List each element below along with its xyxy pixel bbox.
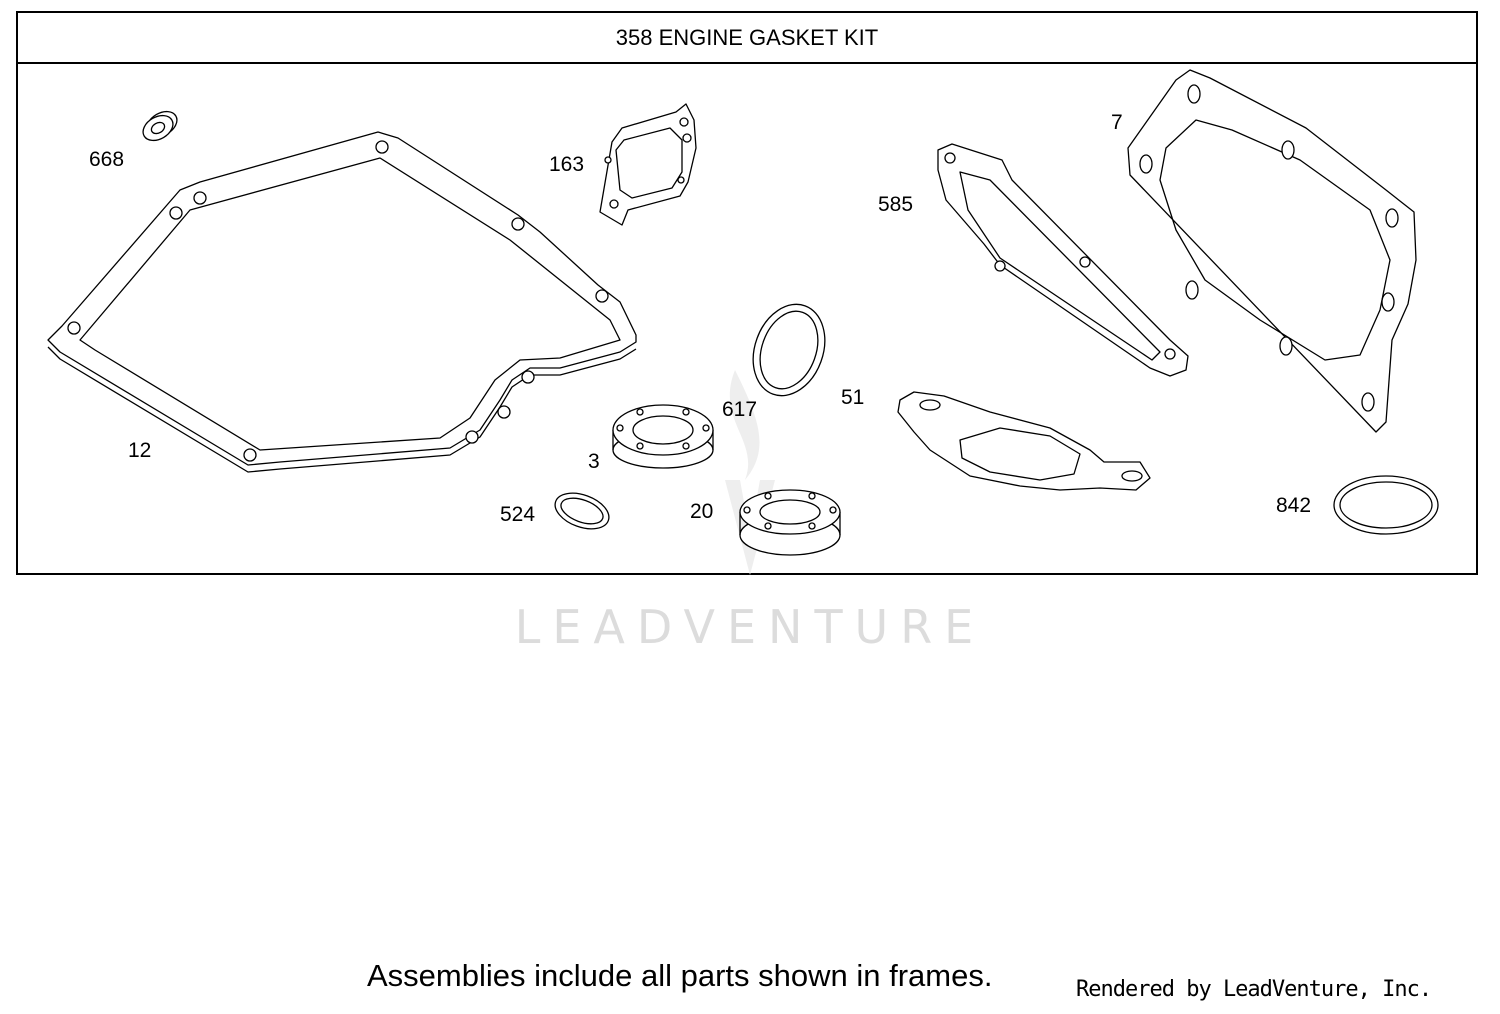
callout-7[interactable]: 7 xyxy=(1111,111,1123,134)
part-3-seal[interactable] xyxy=(612,404,714,469)
part-12-crankcase-gasket[interactable] xyxy=(47,131,637,473)
watermark-text: LEADVENTURE xyxy=(514,600,986,654)
frame-title: 358 ENGINE GASKET KIT xyxy=(18,13,1476,64)
callout-668[interactable]: 668 xyxy=(89,148,124,171)
callout-12[interactable]: 12 xyxy=(128,439,151,462)
callout-617[interactable]: 617 xyxy=(722,398,757,421)
callout-20[interactable]: 20 xyxy=(690,500,713,523)
part-668-seal[interactable] xyxy=(139,106,182,145)
part-524-oring[interactable] xyxy=(550,486,614,535)
part-842-oring[interactable] xyxy=(1333,475,1439,535)
part-617-oring[interactable] xyxy=(741,294,837,406)
part-7-head-gasket[interactable] xyxy=(1127,69,1417,433)
callout-524[interactable]: 524 xyxy=(500,503,535,526)
part-20-seal[interactable] xyxy=(739,489,841,556)
part-585-gasket[interactable] xyxy=(937,143,1189,377)
diagram-frame: 358 ENGINE GASKET KIT xyxy=(16,11,1478,575)
callout-51[interactable]: 51 xyxy=(841,386,864,409)
callout-585[interactable]: 585 xyxy=(878,193,913,216)
callout-842[interactable]: 842 xyxy=(1276,494,1311,517)
assemblies-note: Assemblies include all parts shown in fr… xyxy=(367,958,993,993)
render-credit: Rendered by LeadVenture, Inc. xyxy=(1076,977,1432,1002)
callout-163[interactable]: 163 xyxy=(549,153,584,176)
part-163-gasket[interactable] xyxy=(599,103,697,226)
part-51-exhaust-gasket[interactable] xyxy=(897,391,1151,491)
callout-3[interactable]: 3 xyxy=(588,450,600,473)
